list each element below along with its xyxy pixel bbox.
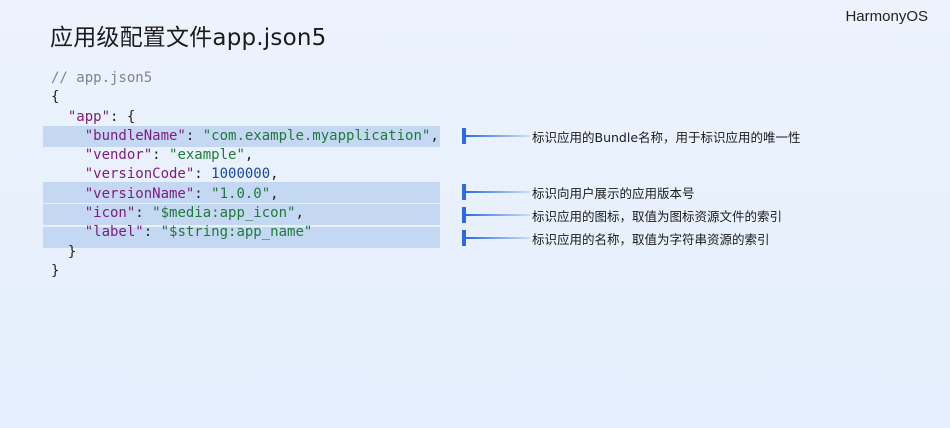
highlight-version-name [43,182,440,203]
code-comment: // app.json5 [51,70,153,86]
code-line-app: "app": { [51,108,439,127]
label-connector [466,237,530,239]
comma: , [244,147,254,164]
code-line-bundle-name: "bundleName": "com.example.myapplication… [51,127,439,146]
page-title: 应用级配置文件app.json5 [50,25,327,51]
code-block: // app.json5 { "app": { "bundleName": "co… [51,69,439,281]
code-line-vendor: "vendor": "example", [51,146,439,165]
icon-key: "icon" [84,205,136,222]
bundle-name-key: "bundleName" [84,127,186,144]
highlight-label [43,227,440,248]
bundle-name-value: "com.example.myapplication" [202,127,431,144]
comma: , [295,205,304,222]
version-code-key: "versionCode" [84,166,195,183]
code-line-version-code: "versionCode": 1000000, [51,165,439,184]
colon: : [152,147,170,164]
colon: : [194,166,212,183]
code-line-inner-close: } [51,243,439,262]
label-key: "label" [84,224,144,241]
bundle-name-connector [466,135,530,137]
harmonyos-logo: HarmonyOS [845,8,928,25]
colon: : [143,224,161,241]
version-name-marker [462,184,466,200]
icon-annotation: 标识应用的图标，取值为图标资源文件的索引 [532,209,783,224]
code-line-outer-close: } [51,262,439,281]
comma: , [430,127,439,144]
version-code-value: 1000000 [211,166,271,183]
inner-close-brace: } [67,243,77,260]
label-value: "$string:app_name" [160,224,313,241]
colon: : [185,127,203,144]
code-line-version-name: "versionName": "1.0.0", [51,185,439,204]
icon-connector [466,214,530,216]
outer-close-brace: } [51,262,60,279]
highlight-bundle-name [43,126,440,147]
vendor-value: "example" [169,147,245,164]
version-name-connector [466,191,530,193]
app-key: "app" [67,108,111,125]
label-marker [462,230,466,246]
colon: : [135,205,153,222]
icon-value: "$media:app_icon" [152,205,296,222]
bundle-name-annotation: 标识应用的Bundle名称，用于标识应用的唯一性 [532,130,801,145]
version-name-annotation: 标识向用户展示的应用版本号 [532,186,695,201]
vendor-key: "vendor" [84,147,153,164]
highlight-icon [43,204,440,225]
code-line-open: { [51,88,439,107]
version-name-value: "1.0.0" [211,185,271,202]
code-line-label: "label": "$string:app_name" [51,223,439,242]
label-annotation: 标识应用的名称，取值为字符串资源的索引 [532,232,770,247]
open-brace: { [51,89,60,106]
app-open: : { [110,108,136,125]
code-line-icon: "icon": "$media:app_icon", [51,204,439,223]
version-name-key: "versionName" [84,185,195,202]
comma: , [270,166,279,183]
bundle-name-marker [462,128,466,144]
icon-marker [462,207,466,223]
colon: : [194,185,212,202]
comma: , [270,185,279,202]
